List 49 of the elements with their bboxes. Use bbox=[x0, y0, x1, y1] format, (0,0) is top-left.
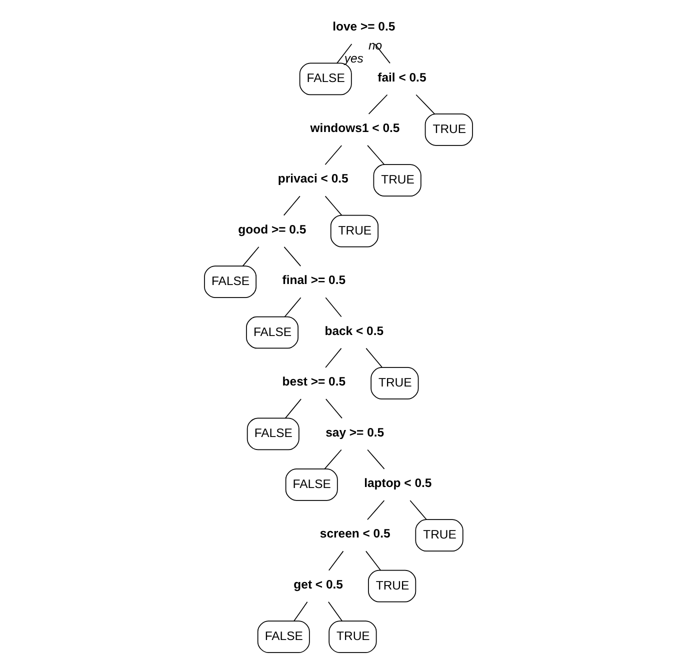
connector bbox=[409, 500, 426, 520]
connector bbox=[366, 449, 384, 470]
connector bbox=[284, 398, 302, 419]
node-text: laptop < 0.5 bbox=[364, 476, 432, 490]
connector bbox=[293, 601, 308, 622]
node-text: good >= 0.5 bbox=[238, 222, 306, 236]
node-box: TRUE bbox=[424, 113, 472, 146]
connector bbox=[327, 601, 342, 622]
connector bbox=[336, 44, 352, 64]
connector bbox=[374, 44, 390, 64]
node-box: FALSE bbox=[204, 266, 256, 298]
connector bbox=[365, 348, 382, 368]
node-text: fail < 0.5 bbox=[377, 70, 426, 84]
connector bbox=[368, 94, 388, 114]
node-text: back < 0.5 bbox=[324, 324, 384, 338]
node-box: TRUE bbox=[414, 519, 463, 552]
connector bbox=[366, 145, 384, 166]
connector bbox=[242, 246, 259, 266]
connector bbox=[324, 398, 342, 419]
connector bbox=[366, 500, 384, 520]
connector bbox=[324, 348, 342, 368]
node-text: get < 0.5 bbox=[293, 577, 342, 592]
connector bbox=[324, 145, 342, 166]
node-text: say >= 0.5 bbox=[325, 425, 384, 440]
node-box: TRUE bbox=[368, 570, 416, 602]
node-box: TRUE bbox=[330, 214, 378, 248]
node-box: FALSE bbox=[246, 316, 298, 349]
node-box: TRUE bbox=[370, 367, 418, 400]
edge-label: no bbox=[368, 38, 382, 52]
connector bbox=[282, 196, 300, 216]
connector bbox=[324, 449, 342, 470]
node-box: FALSE bbox=[256, 620, 310, 653]
connector bbox=[415, 94, 434, 114]
node-text: final >= 0.5 bbox=[282, 273, 346, 288]
node-box: FALSE bbox=[284, 468, 338, 501]
node-text: best >= 0.5 bbox=[282, 374, 346, 389]
connector bbox=[328, 550, 344, 571]
node-box: TRUE bbox=[328, 620, 376, 653]
node-text: windows1 < 0.5 bbox=[310, 121, 400, 135]
node-text: screen < 0.5 bbox=[319, 526, 390, 541]
connector bbox=[324, 297, 342, 318]
node-text: privaci < 0.5 bbox=[277, 172, 348, 186]
connector bbox=[283, 246, 301, 266]
connector bbox=[365, 550, 381, 571]
connector bbox=[324, 196, 342, 216]
node-text: love >= 0.5 bbox=[332, 20, 395, 34]
node-box: FALSE bbox=[246, 418, 299, 450]
node-box: TRUE bbox=[372, 164, 421, 197]
connector bbox=[284, 297, 301, 318]
